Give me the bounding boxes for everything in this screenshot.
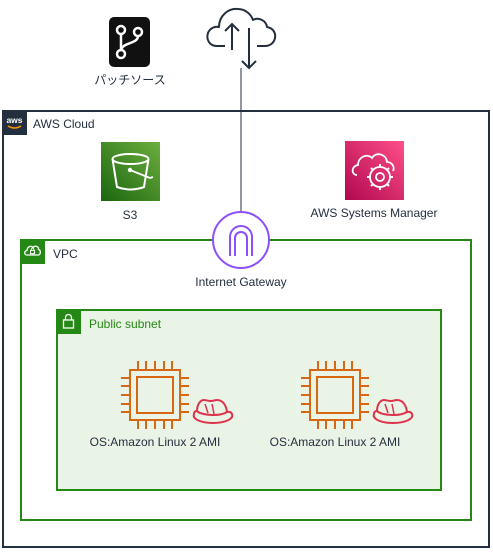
s3-label: S3 — [122, 208, 138, 222]
systems-manager-label: AWS Systems Manager — [310, 206, 438, 220]
s3-icon — [101, 142, 160, 201]
ec2-instance-icon — [120, 360, 190, 430]
aws-logo-icon: aws — [2, 110, 27, 135]
systems-manager-icon — [345, 141, 404, 200]
aws-cloud-label: AWS Cloud — [33, 117, 95, 131]
patch-source-label: パッチソース — [94, 73, 166, 87]
instance-os-label: OS:Amazon Linux 2 AMI — [269, 435, 401, 449]
vpc-cloud-icon — [20, 239, 45, 264]
vpc-label: VPC — [53, 247, 78, 261]
public-subnet-group — [56, 309, 442, 491]
patch-source-icon — [109, 17, 150, 67]
public-subnet-label: Public subnet — [89, 317, 162, 331]
internet-cloud-icon — [205, 2, 277, 70]
internet-gateway-icon — [211, 210, 271, 270]
internet-gateway-label: Internet Gateway — [195, 275, 287, 289]
aws-logo-text: aws — [6, 115, 22, 125]
instance-os-label: OS:Amazon Linux 2 AMI — [89, 435, 221, 449]
subnet-lock-icon — [56, 309, 81, 334]
aws-cloud-group — [2, 110, 490, 548]
red-hat-icon — [191, 396, 235, 426]
ec2-instance-icon — [300, 360, 370, 430]
red-hat-icon — [371, 396, 415, 426]
